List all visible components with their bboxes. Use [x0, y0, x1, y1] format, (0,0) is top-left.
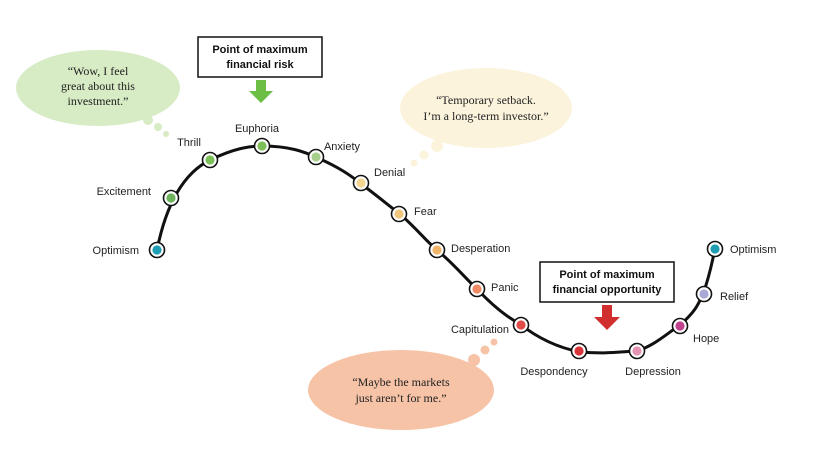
- bubble-euphoria-line-1: “Wow, I feel: [68, 64, 129, 78]
- stage-label-euphoria-3: Euphoria: [235, 123, 280, 135]
- callout-max-opportunity-line-1: Point of maximum: [559, 269, 655, 281]
- stage-marker-dot-excitement-1: [166, 193, 176, 203]
- bubble-despondency-line-1: “Maybe the markets: [352, 375, 450, 389]
- stage-marker-dot-capitulation-9: [516, 320, 526, 330]
- stage-marker-dot-hope-12: [675, 321, 685, 331]
- stage-marker-dot-depression-11: [632, 346, 642, 356]
- stage-label-panic-8: Panic: [491, 282, 519, 294]
- down-arrow-icon: [249, 80, 273, 103]
- stage-label-capitulation-9: Capitulation: [451, 324, 509, 336]
- bubble-anxiety-line-1: “Temporary setback.: [436, 93, 536, 107]
- stage-marker-dot-denial-5: [356, 178, 366, 188]
- down-arrow-icon: [594, 305, 620, 330]
- stage-marker-dot-optimism-0: [152, 245, 162, 255]
- stage-label-thrill-2: Thrill: [177, 137, 201, 149]
- stage-label-despondency-10: Despondency: [520, 366, 588, 378]
- stage-marker-dot-optimism-14: [710, 244, 720, 254]
- stage-label-anxiety-4: Anxiety: [324, 141, 361, 153]
- bubble-euphoria-line-2: great about this: [61, 79, 135, 93]
- stage-marker-dot-anxiety-4: [311, 152, 321, 162]
- stage-marker-dot-despondency-10: [574, 346, 584, 356]
- stage-label-relief-13: Relief: [720, 291, 749, 303]
- thought-bubble-despondency: “Maybe the markets just aren’t for me.”: [308, 338, 498, 430]
- stage-marker-dot-panic-8: [472, 284, 482, 294]
- callout-max-opportunity-line-2: financial opportunity: [553, 284, 663, 296]
- stage-marker-dot-relief-13: [699, 289, 709, 299]
- callout-max-risk-box: [197, 36, 323, 78]
- stage-marker-dot-fear-6: [394, 209, 404, 219]
- stage-marker-dot-desperation-7: [432, 245, 442, 255]
- callout-max-risk: Point of maximum financial risk: [197, 36, 323, 103]
- callout-max-risk-line-1: Point of maximum: [212, 44, 308, 56]
- thought-bubble-euphoria: “Wow, I feel great about this investment…: [16, 50, 180, 137]
- bubble-despondency-line-2: just aren’t for me.”: [354, 391, 446, 405]
- thought-bubble-anxiety: “Temporary setback. I’m a long-term inve…: [400, 68, 572, 167]
- stage-marker-dot-euphoria-3: [257, 141, 267, 151]
- stage-label-fear-6: Fear: [414, 206, 437, 218]
- callout-max-risk-line-2: financial risk: [226, 59, 294, 71]
- stage-label-excitement-1: Excitement: [97, 186, 151, 198]
- stage-label-optimism-14: Optimism: [730, 244, 776, 256]
- callout-max-opportunity: Point of maximum financial opportunity: [539, 261, 675, 330]
- stage-label-depression-11: Depression: [625, 366, 681, 378]
- stage-marker-dot-thrill-2: [205, 155, 215, 165]
- stage-label-hope-12: Hope: [693, 333, 719, 345]
- stage-label-optimism-0: Optimism: [93, 245, 139, 257]
- stage-label-denial-5: Denial: [374, 167, 405, 179]
- bubble-anxiety-line-2: I’m a long-term investor.”: [423, 109, 548, 123]
- stage-markers: Optimism Excitement Thrill EuphoriaAnxietyD…: [93, 123, 777, 378]
- stage-label-desperation-7: Desperation: [451, 243, 510, 255]
- callout-max-opportunity-box: [539, 261, 675, 303]
- bubble-euphoria-line-3: investment.”: [68, 94, 129, 108]
